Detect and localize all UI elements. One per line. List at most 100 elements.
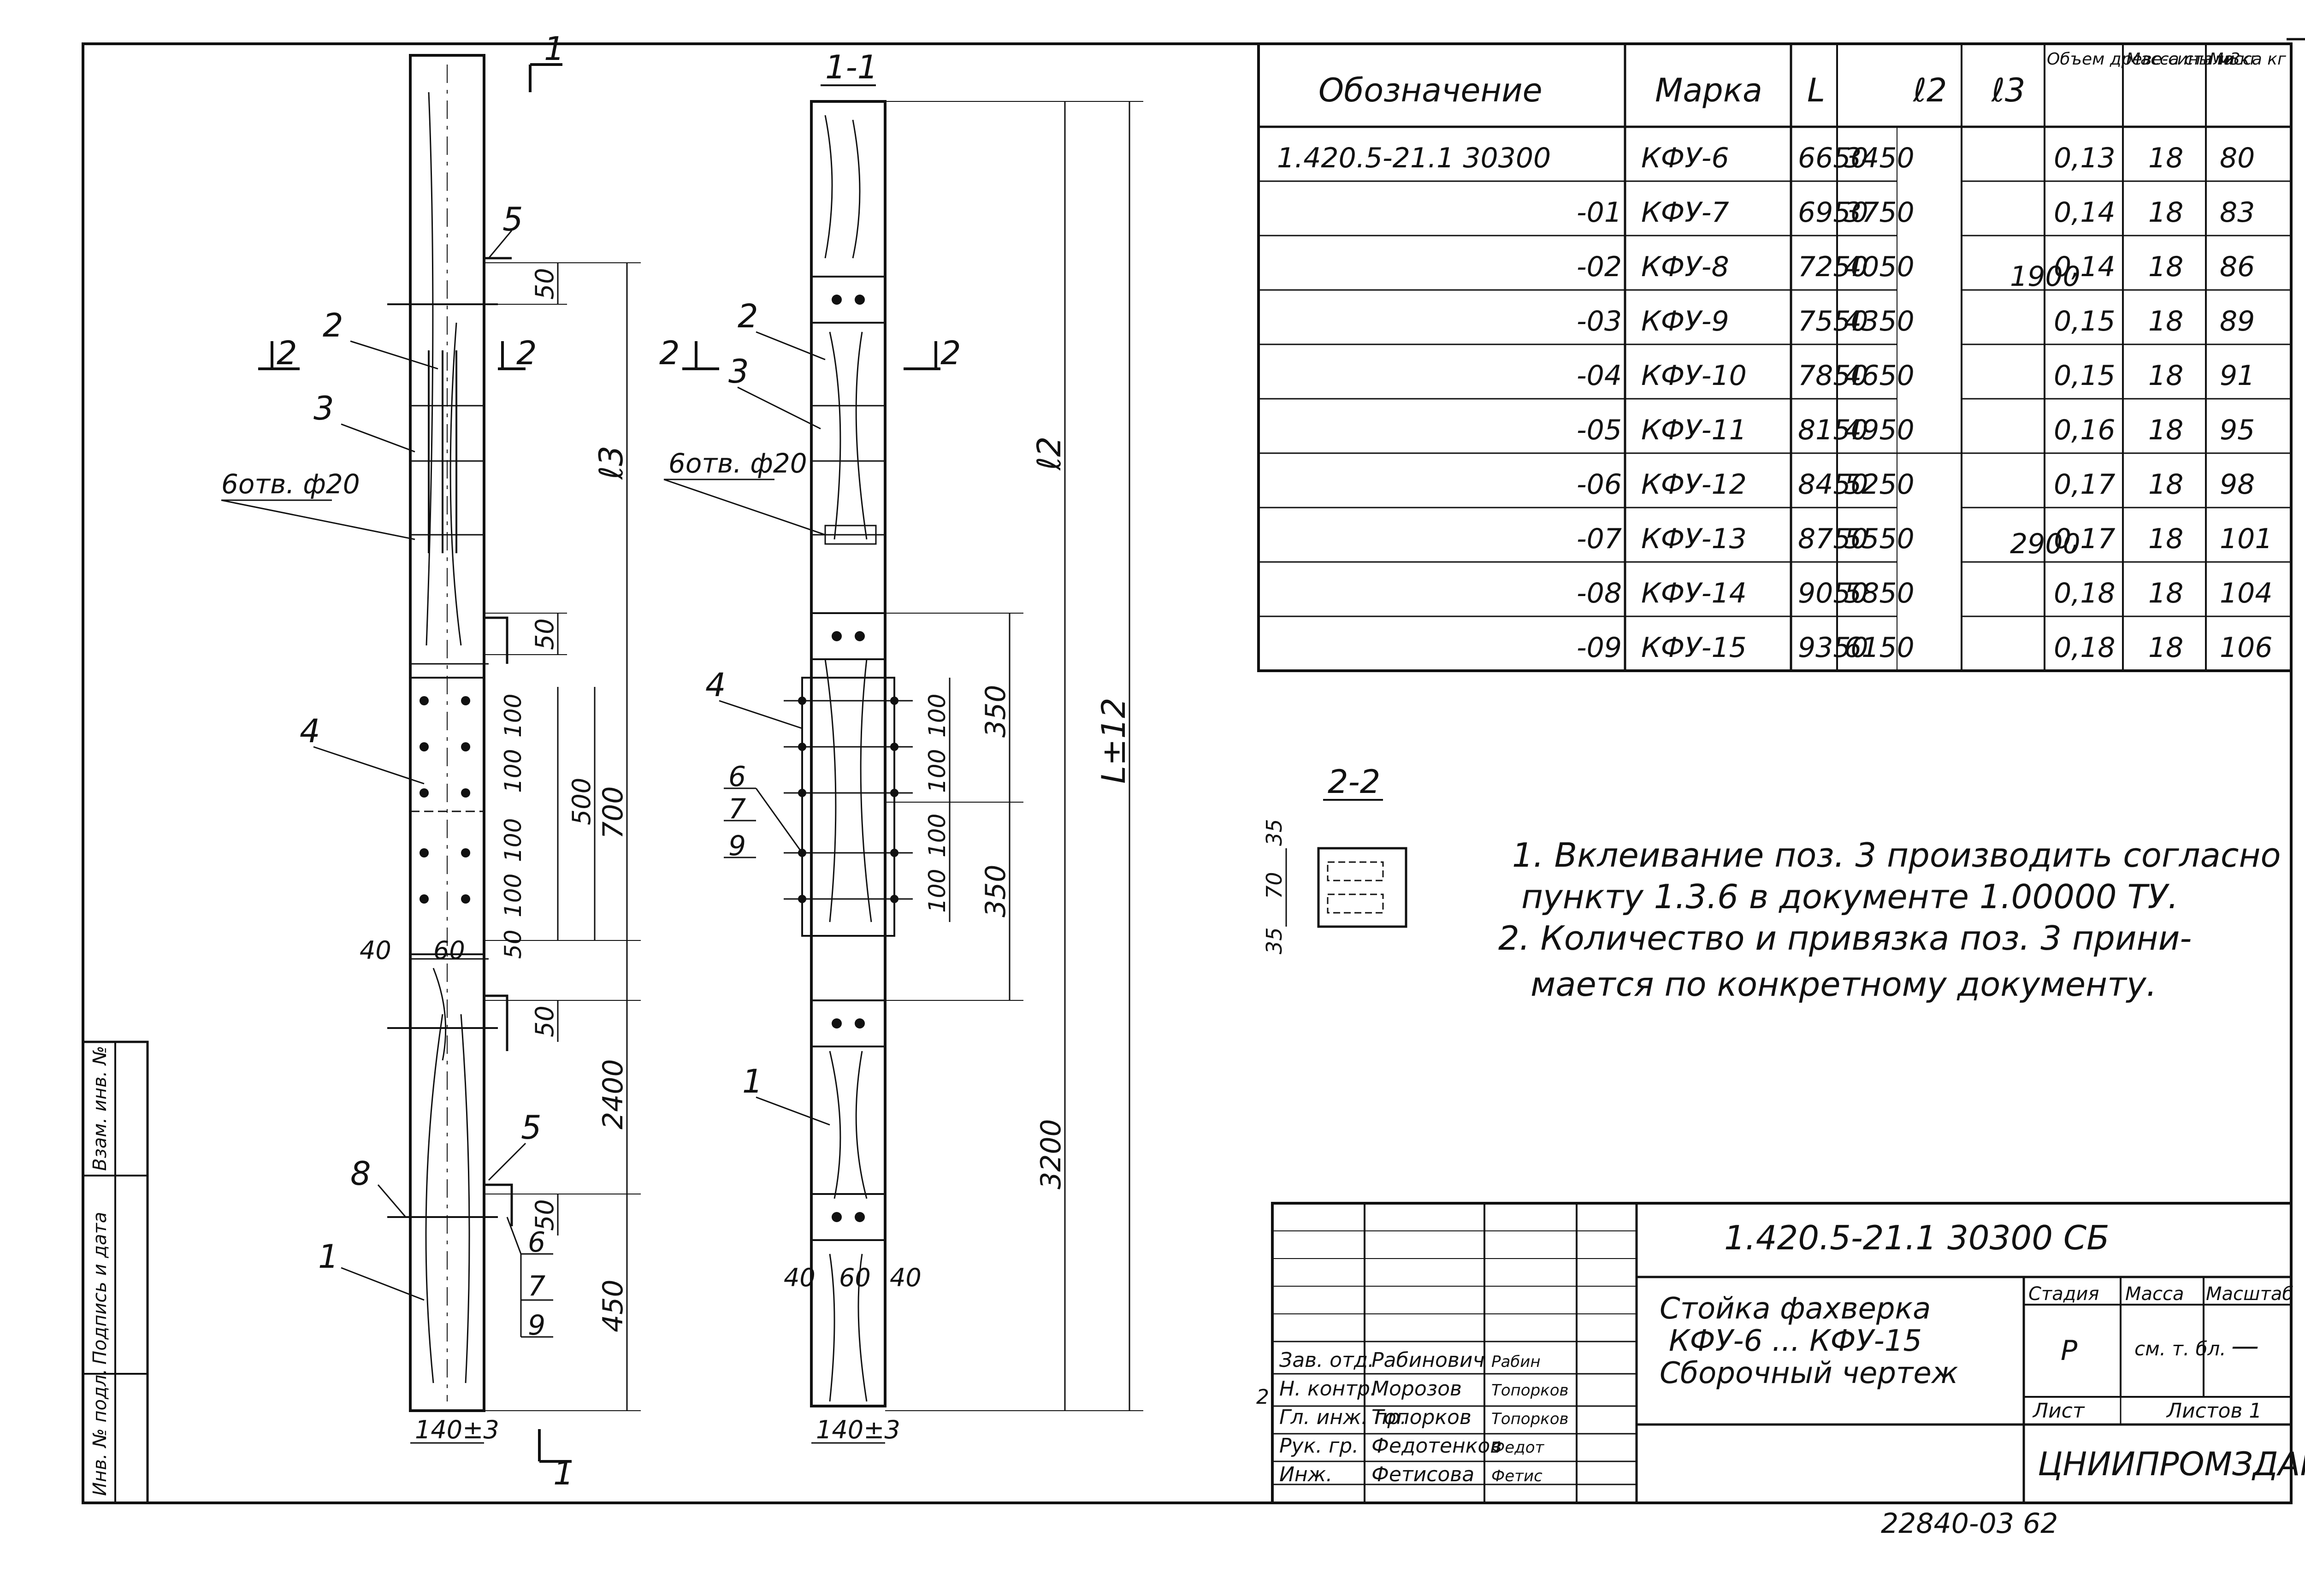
svg-text:100: 100 [500, 694, 526, 738]
svg-text:3200: 3200 [1035, 1119, 1067, 1189]
svg-text:100: 100 [924, 749, 951, 793]
spec-cell-designation: 1.420.5-21.1 30300 [1277, 142, 1551, 174]
spec-cell-L: 8750 [1798, 523, 1868, 555]
svg-text:100: 100 [924, 869, 951, 913]
spec-cell-mark: КФУ-6 [1641, 142, 1729, 174]
svg-text:500: 500 [567, 778, 596, 825]
spec-cell-designation: -07 [1577, 523, 1622, 555]
svg-text:1: 1 [742, 1063, 763, 1100]
svg-text:1. Вклеивание поз. 3 производи: 1. Вклеивание поз. 3 производить согласн… [1512, 836, 2281, 875]
stamp-vzam: Взам. инв. № [89, 1046, 111, 1171]
svg-text:2: 2 [516, 334, 537, 372]
svg-text:4: 4 [705, 666, 726, 704]
svg-text:5: 5 [521, 1109, 542, 1147]
section-11-label: 1-1 [825, 48, 878, 86]
svg-text:35: 35 [1262, 927, 1287, 954]
svg-text:1: 1 [553, 1454, 574, 1492]
spec-cell-steel: 18 [2148, 577, 2183, 609]
signature-name: Топорков [1371, 1406, 1472, 1429]
signature-role: Зав. отд. [1279, 1348, 1374, 1372]
signature-sign: Рабин [1491, 1353, 1541, 1371]
svg-text:2: 2 [659, 334, 680, 372]
spec-cell-designation: -09 [1577, 632, 1622, 664]
svg-text:Стойка фахверка: Стойка фахверка [1660, 1292, 1931, 1326]
svg-text:70: 70 [1262, 872, 1287, 899]
svg-text:50: 50 [500, 929, 526, 959]
spec-cell-mass: 104 [2220, 577, 2273, 609]
svg-text:1: 1 [318, 1238, 339, 1276]
spec-cell-mark: КФУ-13 [1641, 523, 1747, 555]
svg-text:40: 40 [890, 1263, 922, 1292]
signature-role: Гл. инж. пр. [1279, 1406, 1407, 1429]
signature-sign: Федот [1491, 1438, 1544, 1457]
section-1-1-view: 1-1 [659, 48, 961, 1407]
svg-text:Стадия: Стадия [2028, 1283, 2099, 1305]
svg-text:100: 100 [500, 818, 526, 862]
spec-cell-mark: КФУ-9 [1641, 305, 1729, 337]
spec-cell-L: 6950 [1798, 196, 1868, 229]
spec-cell-steel: 18 [2148, 360, 2183, 392]
spec-cell-l2: 5550 [1844, 523, 1915, 555]
spec-table [1257, 42, 2293, 672]
spec-cell-L: 7550 [1798, 305, 1868, 337]
svg-text:Листов 1: Листов 1 [2166, 1399, 2262, 1423]
svg-text:Масса кг: Масса кг [2209, 50, 2287, 69]
spec-cell-mass: 106 [2220, 632, 2273, 664]
spec-cell-designation: -01 [1577, 196, 1622, 229]
svg-text:4: 4 [300, 712, 320, 750]
spec-cell-steel: 18 [2148, 251, 2183, 283]
spec-cell-l2: 3750 [1844, 196, 1915, 229]
svg-text:КФУ-6 ... КФУ-15: КФУ-6 ... КФУ-15 [1669, 1324, 1922, 1358]
spec-cell-L: 9050 [1798, 577, 1868, 609]
svg-text:50: 50 [530, 268, 559, 300]
svg-text:3: 3 [313, 390, 334, 427]
spec-cell-vol: 0,18 [2054, 577, 2116, 609]
spec-cell-l2: 5850 [1844, 577, 1915, 609]
svg-text:Масштаб: Масштаб [2206, 1283, 2293, 1305]
svg-text:140±3: 140±3 [816, 1415, 900, 1444]
spec-cell-vol: 0,15 [2054, 360, 2116, 392]
signature-sign: Топорков [1491, 1381, 1569, 1400]
svg-text:Лист: Лист [2032, 1399, 2085, 1423]
spec-cell-steel: 18 [2148, 414, 2183, 446]
svg-text:ℓ3: ℓ3 [592, 446, 630, 480]
svg-text:см. т. бл.: см. т. бл. [2134, 1337, 2226, 1360]
spec-cell-vol: 0,14 [2054, 251, 2116, 283]
svg-text:2. Количество и привязка поз.: 2. Количество и привязка поз. 3 прини- [1498, 919, 2192, 958]
spec-cell-steel: 18 [2148, 632, 2183, 664]
svg-text:Масса стали кг: Масса стали кг [2126, 50, 2259, 69]
svg-text:140±3: 140±3 [415, 1415, 499, 1444]
spec-cell-mass: 89 [2220, 305, 2255, 337]
spec-cell-mass: 86 [2220, 251, 2255, 283]
spec-cell-designation: -08 [1577, 577, 1622, 609]
spec-cell-L: 9350 [1798, 632, 1868, 664]
svg-text:50: 50 [530, 1199, 559, 1231]
spec-cell-l2: 4650 [1844, 360, 1915, 392]
spec-cell-vol: 0,15 [2054, 305, 2116, 337]
svg-text:6: 6 [528, 1226, 545, 1259]
section-marks-left: 1 1 2 2 [258, 30, 574, 1492]
spec-cell-L: 8450 [1798, 468, 1868, 501]
spec-cell-l2: 4950 [1844, 414, 1915, 446]
title-block: 1.420.5-21.1 30300 СБ Стойка фахверка КФ… [1256, 1202, 2305, 1504]
svg-text:60: 60 [839, 1263, 871, 1292]
side-stamp: Инв. № подл. Подпись и дата Взам. инв. № [82, 1040, 149, 1504]
spec-cell-steel: 18 [2148, 468, 2183, 501]
spec-cell-mark: КФУ-15 [1641, 632, 1747, 664]
svg-text:100: 100 [500, 749, 526, 793]
spec-cell-vol: 0,13 [2054, 142, 2116, 174]
section-2-2: 2-2 35 70 35 [1262, 763, 1407, 954]
organization: ЦНИИПРОМЗДАНИЙ [2038, 1445, 2305, 1483]
svg-text:50: 50 [530, 1005, 559, 1037]
spec-cell-steel: 18 [2148, 523, 2183, 555]
signature-role: Н. контр. [1279, 1377, 1377, 1401]
spec-cell-vol: 0,17 [2054, 523, 2116, 555]
svg-text:6: 6 [728, 761, 746, 793]
spec-cell-designation: -05 [1577, 414, 1622, 446]
svg-text:2: 2 [1256, 1385, 1269, 1409]
dimensions-left: 50 50 100 100 100 100 500 50 40 60 50 50… [360, 262, 641, 1444]
svg-text:пункту 1.3.6 в документе 1.000: пункту 1.3.6 в документе 1.00000 ТУ. [1521, 877, 2178, 916]
svg-text:35: 35 [1262, 819, 1287, 846]
svg-text:Обозначение: Обозначение [1318, 71, 1543, 109]
